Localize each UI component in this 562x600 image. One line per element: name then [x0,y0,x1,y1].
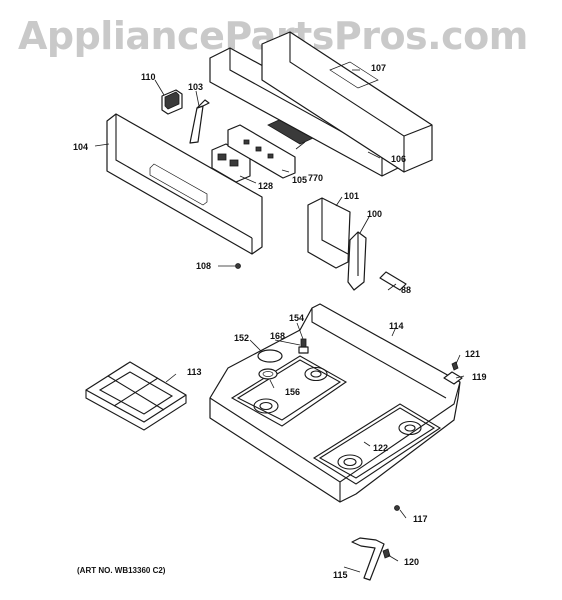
callout-119: 119 [472,372,487,382]
part-119-bracket [443,371,463,385]
callout-168: 168 [270,331,285,341]
part-105-overlay [227,124,296,179]
callout-110: 110 [141,72,156,82]
callout-156: 156 [285,387,300,397]
callout-115: 115 [333,570,348,580]
callout-114: 114 [389,321,404,331]
callout-101: 101 [344,191,359,201]
part-100-end-cap [347,231,367,291]
part-156-burner-head [258,368,278,380]
callout-labels: 110 103 107 104 106 128 105 770 101 100 … [73,63,487,580]
callout-117: 117 [413,514,428,524]
callout-88: 88 [401,285,411,295]
part-107-top-trim [261,31,433,173]
part-117-screw [394,505,400,511]
part-120-screw [382,548,391,559]
part-108-screw [235,263,241,269]
part-154-orifice [298,338,309,354]
part-104-backguard [106,113,263,255]
part-113-grate [85,361,187,431]
callout-152: 152 [234,333,249,343]
part-121-screw [451,361,459,371]
callout-107: 107 [371,63,386,73]
callout-100: 100 [367,209,382,219]
part-101-side-bracket [307,197,351,269]
callout-113: 113 [187,367,202,377]
callout-108: 108 [196,261,211,271]
callout-103: 103 [188,82,203,92]
callout-120: 120 [404,557,419,567]
callout-121: 121 [465,349,480,359]
callout-105: 105 [292,175,307,185]
art-number: (ART NO. WB13360 C2) [77,566,166,575]
callout-770: 770 [308,173,323,183]
part-110-bracket [161,89,183,115]
callout-104: 104 [73,142,88,152]
callout-106: 106 [391,154,406,164]
callout-154: 154 [289,313,304,323]
part-115-support-bracket [351,537,385,581]
callout-128: 128 [258,181,273,191]
part-103-rod [189,99,210,144]
leader-lines [94,69,465,573]
part-152-burner-cap [257,349,283,363]
callout-122: 122 [373,443,388,453]
